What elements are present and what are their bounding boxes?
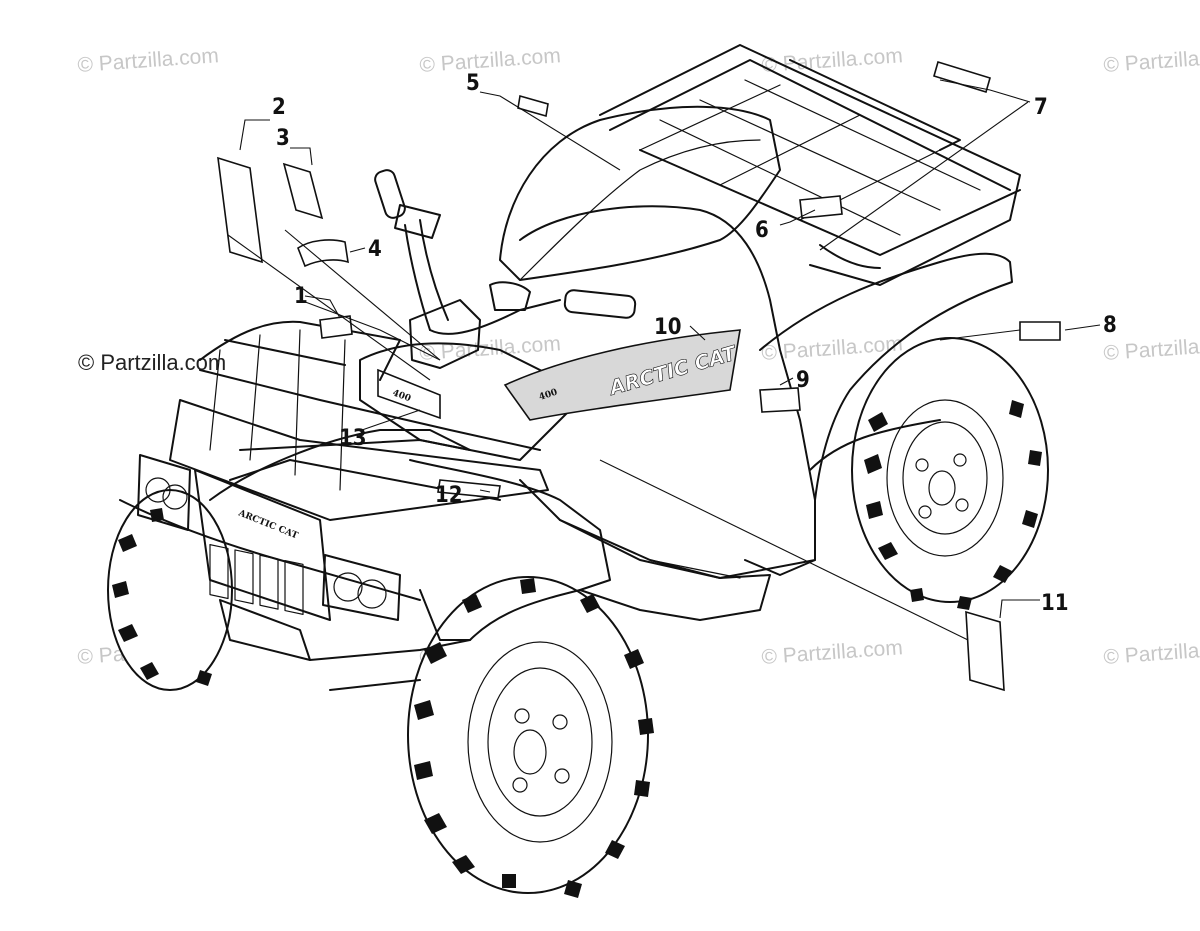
rear-right-wheel [851,337,1049,610]
decal-8 [1019,321,1061,341]
watermark: © Partzilla.com [1103,44,1200,77]
decal-5 [517,94,549,118]
decal-3 [282,162,324,220]
left-grip [374,169,406,219]
decals [217,60,1061,692]
decal-9 [759,387,801,413]
decal-11 [965,610,1005,692]
model-badge [377,368,441,420]
callout-6: 6 [755,218,769,243]
front-rack [169,320,549,521]
callout-12: 12 [435,483,463,508]
callout-9: 9 [796,368,810,393]
watermark: © Partzilla.com [77,44,220,77]
callout-11: 11 [1041,591,1069,616]
decal-7 [933,60,991,94]
callout-10: 10 [654,315,682,340]
callout-4: 4 [368,237,382,262]
callout-2: 2 [272,95,286,120]
leader-lines [227,79,1101,641]
decal-1 [319,315,353,339]
atv-body: ARCTIC CAT ARCTIC CAT 400 400 [119,44,1021,691]
decal-4 [297,239,349,268]
callout-13: 13 [339,426,367,451]
watermark: © Partzilla.com [761,44,904,77]
callout-1: 1 [294,284,308,309]
grille-brand-text: ARCTIC CAT [236,508,300,541]
watermark: © Partzilla.com [1103,636,1200,669]
tire-tread [112,508,212,686]
watermark: © Partzilla.com [1103,332,1200,365]
tire-tread [414,578,654,898]
decal-12 [437,479,501,499]
headlight-right [322,554,401,621]
callout-3: 3 [276,126,290,151]
front-left-wheel [107,489,233,691]
rear-rack [599,44,1021,286]
callout-8: 8 [1103,313,1117,338]
watermark: © Partzilla.com [419,44,562,77]
side-graphic-panel [503,329,741,421]
callout-7: 7 [1034,95,1048,120]
callout-5: 5 [466,71,480,96]
watermark: © Partzilla.com [761,636,904,669]
right-grip [563,289,637,319]
tire-tread [864,400,1042,610]
callout-numbers: 1 2 3 4 5 6 7 8 9 10 11 12 13 [272,71,1117,616]
decal-2 [217,156,263,264]
front-right-wheel [407,576,654,898]
